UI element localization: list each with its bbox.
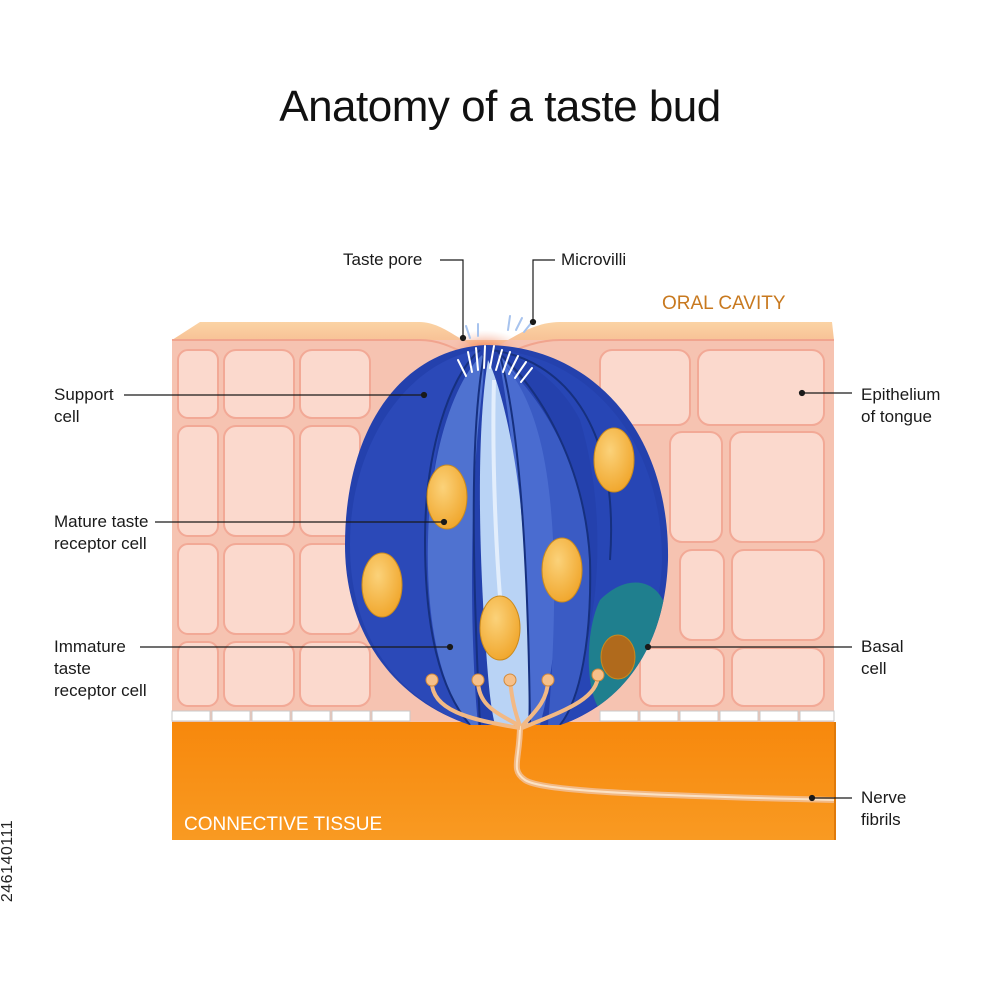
taste-pore-label: Taste pore bbox=[343, 250, 423, 269]
diagram-title: Anatomy of a taste bud bbox=[279, 82, 721, 131]
leader-taste-pore bbox=[440, 259, 464, 338]
stock-id: 246140111 bbox=[0, 819, 16, 903]
basal-nucleus bbox=[600, 634, 636, 680]
connective-tissue-label: CONNECTIVE TISSUE bbox=[184, 814, 383, 835]
connective-tissue bbox=[172, 722, 836, 840]
nerve-fibrils bbox=[425, 668, 835, 803]
microvilli bbox=[457, 345, 533, 383]
taste-bud bbox=[345, 315, 669, 725]
nucleus bbox=[593, 427, 635, 493]
oral-cavity-label: ORAL CAVITY bbox=[662, 293, 786, 314]
support-cell-left bbox=[350, 350, 480, 725]
epithelial-cells bbox=[177, 349, 825, 707]
nucleus bbox=[541, 537, 583, 603]
nucleus bbox=[479, 595, 521, 661]
leader-lines bbox=[124, 259, 852, 802]
microvilli-label: Microvilli bbox=[561, 250, 627, 269]
leader-microvilli bbox=[532, 259, 555, 322]
nucleus bbox=[426, 464, 468, 530]
mature-receptor-cell-left bbox=[427, 355, 484, 725]
nucleus bbox=[361, 552, 403, 618]
